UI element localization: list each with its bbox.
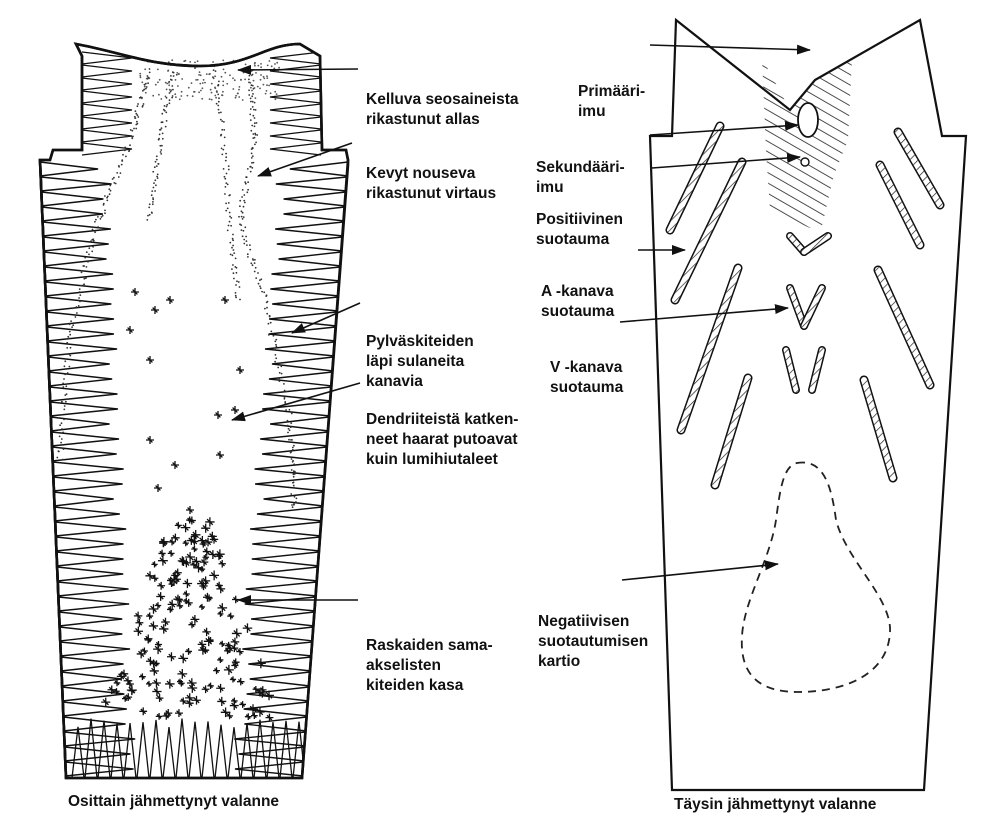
caption-right: Täysin jähmettynyt valanne <box>674 796 877 813</box>
right-arrows <box>619 44 811 581</box>
segregation-channels <box>665 121 945 490</box>
primary-pipe-hatch <box>762 58 852 228</box>
arrow-kevyt <box>257 142 353 177</box>
right-ingot <box>648 17 968 792</box>
enriched-flow-dots <box>56 59 298 509</box>
equiaxed-crystal-flakes <box>101 288 274 722</box>
arrow-positiivinen <box>651 152 801 169</box>
label-sekundaari: Sekundääri-imu <box>536 159 625 196</box>
left-ingot-outline <box>38 42 350 780</box>
negative-segregation-cone <box>740 461 891 693</box>
arrow-kelluva <box>237 64 359 75</box>
arrow-pylvas <box>291 302 361 334</box>
arrow-negatiivinen <box>621 560 779 581</box>
arrow-dendriitti <box>231 382 361 422</box>
caption-left: Osittain jähmettynyt valanne <box>68 793 280 810</box>
left-ingot <box>38 42 350 780</box>
secondary-pipe <box>797 102 819 138</box>
left-arrows <box>231 64 361 605</box>
label-dendriitti: Dendriiteistä katken-neet haarat putoava… <box>366 411 519 468</box>
arrow-sekundaari <box>649 120 799 136</box>
arrow-primaari <box>649 44 811 55</box>
right-ingot-outline <box>648 17 968 792</box>
label-primaari: Primääri-imu <box>578 83 646 120</box>
arrow-vkanava <box>619 304 789 323</box>
